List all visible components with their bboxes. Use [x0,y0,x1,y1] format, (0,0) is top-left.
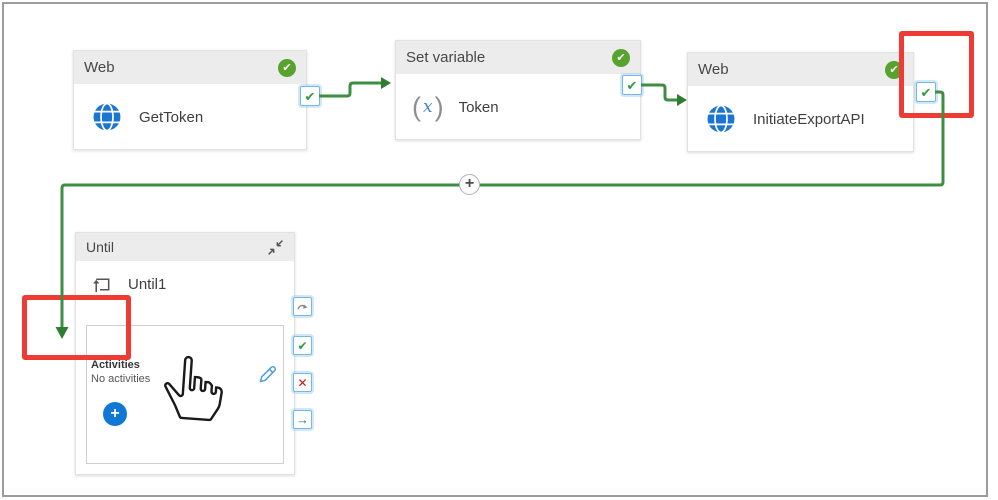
connector-setvariable-web [641,83,677,102]
x-icon: ✕ [297,375,308,390]
succeeded-status-badge: ✔ [612,48,630,67]
until-name: Until1 [128,276,167,293]
add-activity-button[interactable]: + [103,402,127,426]
arrowhead [381,77,391,89]
success-output-port-gettoken[interactable]: ✔ [300,86,320,106]
activity-type-label: Web [698,61,729,78]
succeeded-status-badge: ✔ [885,60,903,79]
failure-output-port[interactable]: ✕ [293,373,312,392]
activity-card-initiateexportapi[interactable]: Web ✔ InitiateExportAPI [687,52,914,152]
variable-x: x [423,97,433,117]
until-name-row: Until1 [90,273,166,296]
paren-open: ( [412,91,421,122]
activity-header: Web ✔ [74,51,306,84]
activity-header: Set variable ✔ [396,41,640,74]
activities-empty-text: No activities [91,373,151,385]
paren-close: ) [434,91,444,122]
activity-type-label: Web [84,59,115,76]
activity-header: Web ✔ [688,53,913,86]
activity-name: InitiateExportAPI [753,110,865,128]
check-icon: ✔ [304,88,316,104]
activities-panel-title: Activities [91,359,140,371]
annotation-highlight-arrow-endpoint [22,295,131,360]
activity-card-token[interactable]: Set variable ✔ ( x ) Token [395,40,641,140]
check-icon: ✔ [297,338,308,353]
collapse-icon[interactable] [267,239,284,256]
edit-pencil-icon[interactable] [257,365,277,385]
add-activity-on-connector-button[interactable]: + [459,174,480,195]
arrow-right-icon: → [296,412,309,427]
until-loop-icon [93,278,110,293]
web-globe-icon [93,102,121,132]
activity-card-gettoken[interactable]: Web ✔ GetToken [73,50,307,150]
completion-output-port[interactable]: → [293,410,312,429]
activity-name: Token [458,98,499,116]
connector-gettoken-setvariable [319,81,381,98]
activity-name: GetToken [139,108,204,126]
arrowhead [677,94,687,106]
activity-body: GetToken [74,84,306,150]
success-output-port-token[interactable]: ✔ [622,75,642,95]
activity-type-label: Set variable [406,49,486,66]
skipped-output-port[interactable] [293,297,312,316]
until-type-label: Until [86,239,115,255]
activity-body: InitiateExportAPI [688,86,913,152]
until-header: Until [76,233,294,261]
skip-arrow-icon [297,304,308,310]
success-output-port[interactable]: ✔ [293,336,312,355]
web-globe-icon [707,104,735,134]
hand-cursor-icon [164,355,223,422]
check-icon: ✔ [626,77,638,93]
activity-body: ( x ) Token [396,74,640,140]
annotation-highlight-success-port [899,31,974,118]
succeeded-status-badge: ✔ [278,58,296,77]
set-variable-x-icon: ( x ) [412,92,444,123]
